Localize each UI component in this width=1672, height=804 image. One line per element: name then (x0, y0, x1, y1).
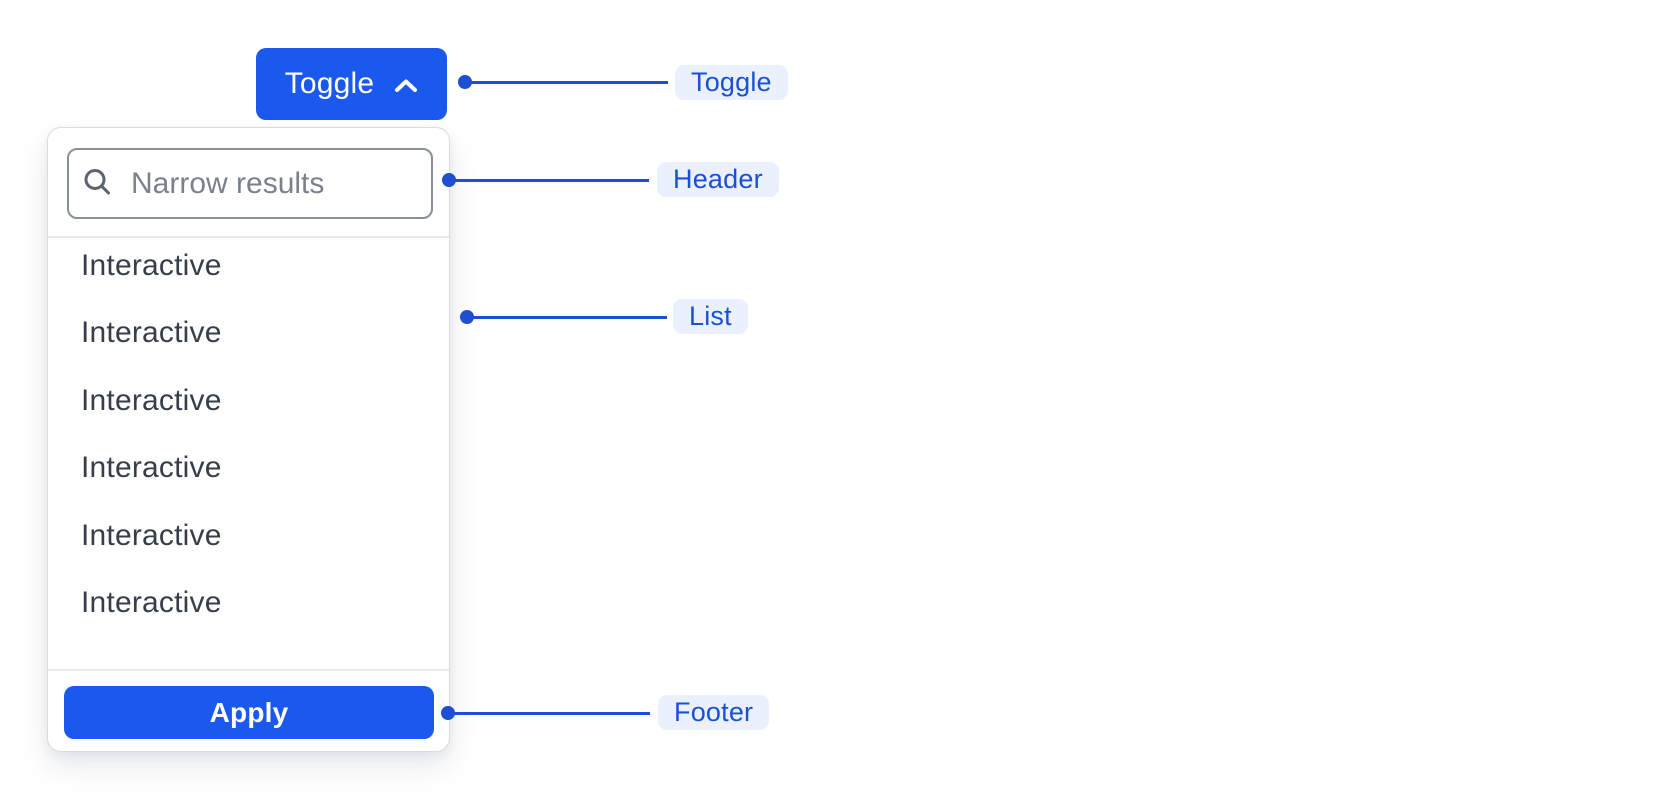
list-item[interactable]: Interactive (81, 518, 222, 552)
annotation-label-footer: Footer (658, 695, 770, 730)
footer-divider (48, 669, 449, 671)
dropdown-footer: Apply (48, 670, 449, 753)
toggle-button[interactable]: Toggle (256, 48, 447, 120)
list-item[interactable]: Interactive (81, 249, 222, 282)
list-item[interactable]: Interactive (81, 383, 222, 417)
search-input[interactable] (67, 148, 433, 219)
annotation-line (467, 316, 667, 319)
list-item[interactable]: Interactive (81, 316, 222, 350)
dropdown-list: Interactive Interactive Interactive Inte… (48, 237, 449, 641)
annotation-label-toggle: Toggle (675, 65, 788, 100)
dropdown-panel: Interactive Interactive Interactive Inte… (47, 127, 450, 752)
list-item[interactable]: Interactive (81, 585, 222, 619)
annotation-line (449, 179, 649, 182)
apply-button[interactable]: Apply (64, 686, 434, 739)
annotation-label-header: Header (657, 162, 779, 197)
annotation-label-list: List (673, 299, 748, 334)
header-divider (48, 236, 449, 238)
toggle-button-label: Toggle (284, 67, 375, 100)
annotation-line (465, 81, 668, 84)
annotation-line (448, 712, 650, 715)
list-item[interactable]: Interactive (81, 451, 222, 485)
chevron-up-icon (394, 75, 418, 93)
dropdown-header (48, 128, 449, 236)
search-field-wrapper (67, 148, 433, 219)
